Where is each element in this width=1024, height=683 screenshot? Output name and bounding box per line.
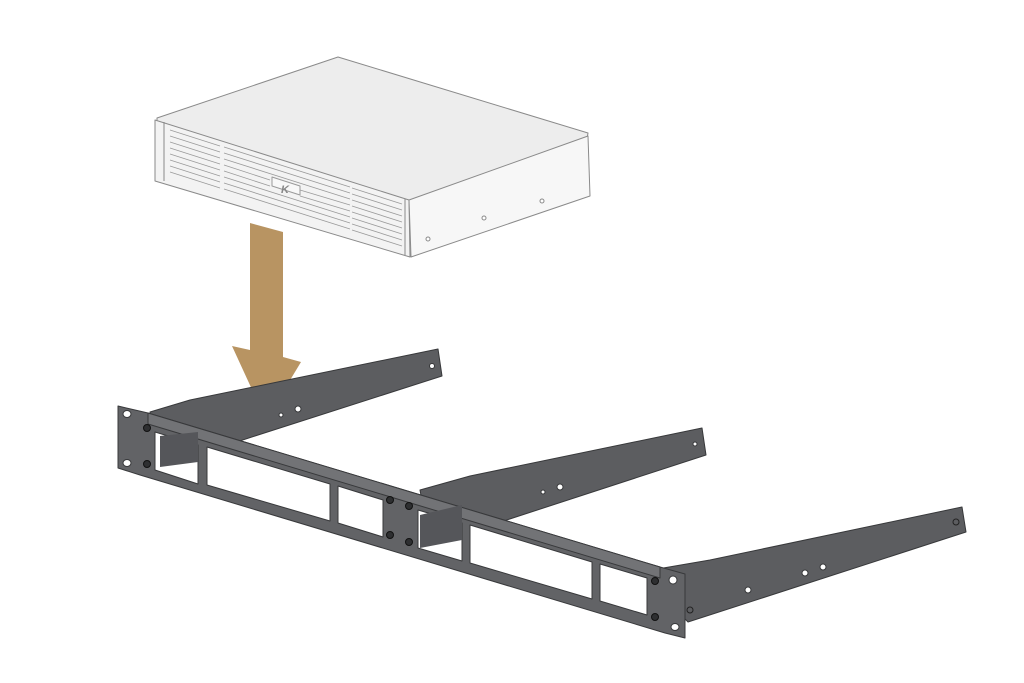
rack-ear-hole (668, 575, 678, 585)
vent-left (169, 129, 221, 189)
rack-ear-hole (670, 623, 680, 631)
cutout-window (469, 524, 593, 600)
insertion-arrow (232, 223, 301, 420)
device-logo: K (281, 184, 290, 196)
rack-ear-hole (122, 459, 132, 467)
rack-ear-hole (122, 410, 132, 418)
side-rail-right (639, 506, 967, 623)
screws (143, 424, 659, 621)
device-side (408, 135, 591, 258)
faceplate-flange (147, 412, 661, 579)
device-unit: K (154, 56, 591, 258)
logo-plate (271, 176, 301, 196)
cutout-window (599, 563, 648, 616)
rack-bracket (117, 348, 967, 639)
cutout-window (206, 446, 331, 522)
vent-right (351, 187, 403, 247)
cutout-window (337, 485, 384, 538)
vent-middle (223, 146, 351, 230)
